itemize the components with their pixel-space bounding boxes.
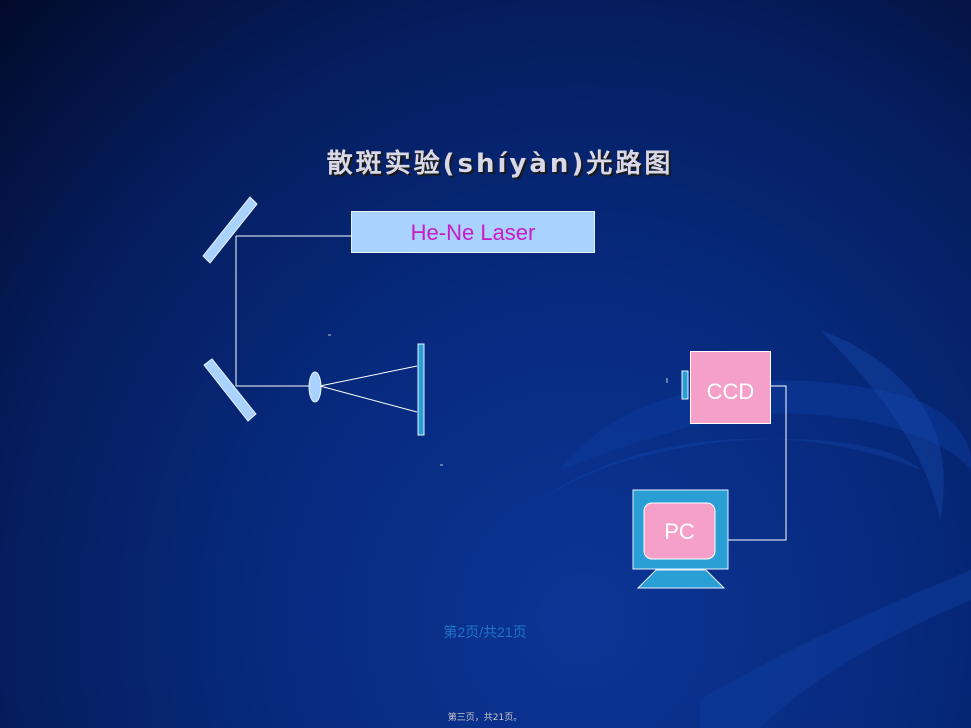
pc-screen xyxy=(643,502,716,560)
footer-text: 第三页，共21页。 xyxy=(447,713,523,723)
diffuser-screen xyxy=(417,343,425,436)
page-number[interactable]: 第2页/共21页 xyxy=(443,624,527,640)
ccd-camera: CCD xyxy=(690,351,771,424)
he-ne-laser: He-Ne Laser xyxy=(351,211,595,253)
pc-monitor-stand xyxy=(636,569,726,589)
mirror-lower xyxy=(203,358,257,422)
ccd-pc-cable xyxy=(728,385,787,541)
mirror-upper xyxy=(202,196,258,264)
beam-diverge-bottom xyxy=(319,385,418,413)
lens xyxy=(308,371,322,403)
pc-label: PC xyxy=(664,519,695,544)
ccd-lens xyxy=(681,370,689,400)
diagram-title: 散斑实验(shíyàn)光路图 xyxy=(326,149,674,179)
beam-diverge-top xyxy=(319,365,418,387)
